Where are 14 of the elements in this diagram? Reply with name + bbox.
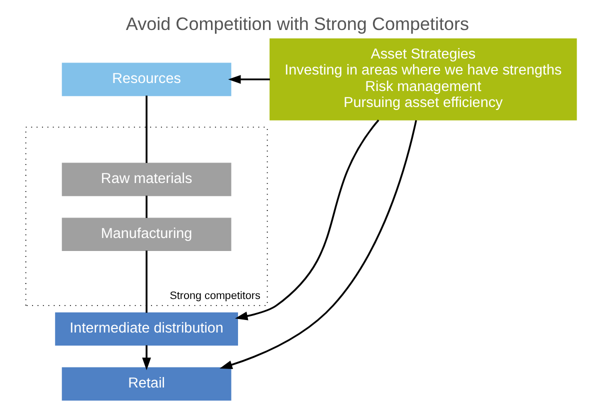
arrow (220, 120, 417, 370)
node-box: Intermediate distribution (55, 312, 238, 346)
arrow (228, 74, 270, 84)
node-box: Resources (62, 62, 232, 96)
node-box: Raw materials (62, 162, 232, 196)
connector (146, 250, 148, 313)
arrow (235, 120, 380, 320)
diagram-title: Avoid Competition with Strong Competitors (126, 14, 470, 34)
node-box: Asset Strategies Investing in areas where we have strengths Risk management Pursuing asset efficiency (270, 38, 577, 120)
connector (146, 196, 148, 218)
node-box: Retail (62, 367, 232, 401)
arrow (142, 345, 151, 370)
connector (146, 96, 148, 163)
node-box: Manufacturing (62, 218, 232, 252)
